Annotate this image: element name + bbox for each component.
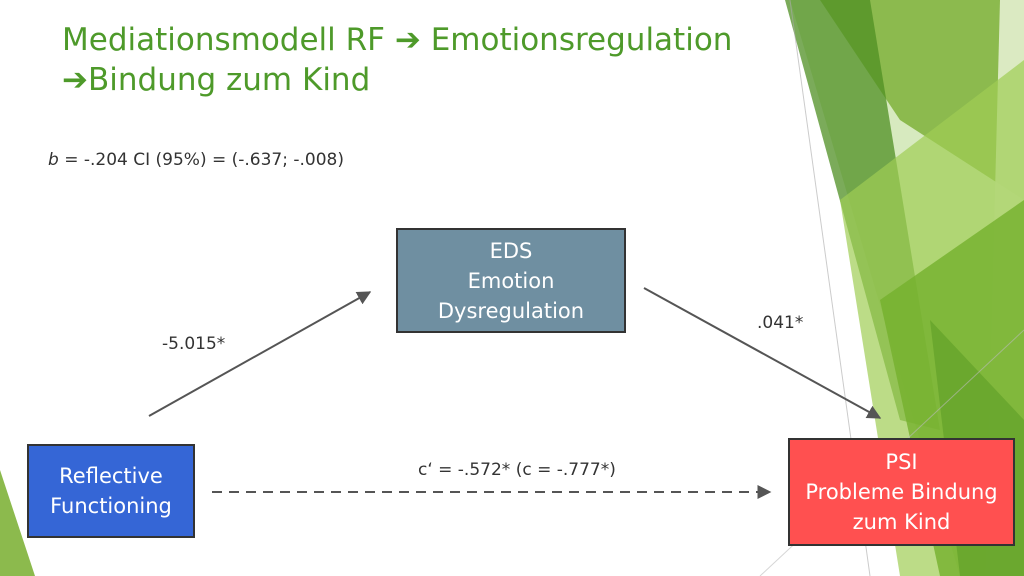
- path-a-coefficient: -5.015*: [162, 334, 226, 354]
- outcome-line-2: Probleme Bindung: [805, 480, 998, 504]
- predictor-node-reflective-functioning: Reflective Functioning: [27, 444, 195, 538]
- slide-title: Mediationsmodell RF ➔ Emotionsregulation…: [62, 20, 782, 100]
- arrow-right-icon: ➔: [394, 22, 421, 58]
- mediator-node-eds: EDS Emotion Dysregulation: [396, 228, 626, 333]
- predictor-line-2: Functioning: [50, 494, 172, 518]
- title-part-3: Bindung zum Kind: [87, 62, 371, 98]
- indirect-effect-text: = -.204 CI (95%) = (-.637; -.008): [58, 150, 344, 170]
- coefficient-symbol: b: [48, 150, 59, 170]
- mediator-line-3: Dysregulation: [437, 298, 585, 323]
- title-part-1: Mediationsmodell RF: [62, 22, 395, 58]
- path-b-coefficient: .041*: [757, 313, 804, 333]
- indirect-effect-statement: b = -.204 CI (95%) = (-.637; -.008): [48, 150, 344, 170]
- outcome-line-1: PSI: [885, 450, 918, 474]
- arrow-right-icon: ➔: [62, 62, 88, 98]
- path-c-coefficient: c‘ = -.572* (c = -.777*): [418, 460, 616, 480]
- mediator-line-2: Emotion: [467, 268, 555, 293]
- title-part-2: Emotionsregulation: [420, 22, 733, 58]
- outcome-line-3: zum Kind: [852, 510, 951, 534]
- outcome-node-psi: PSI Probleme Bindung zum Kind: [788, 438, 1015, 546]
- predictor-line-1: Reflective: [59, 464, 163, 488]
- mediator-line-1: EDS: [489, 238, 533, 263]
